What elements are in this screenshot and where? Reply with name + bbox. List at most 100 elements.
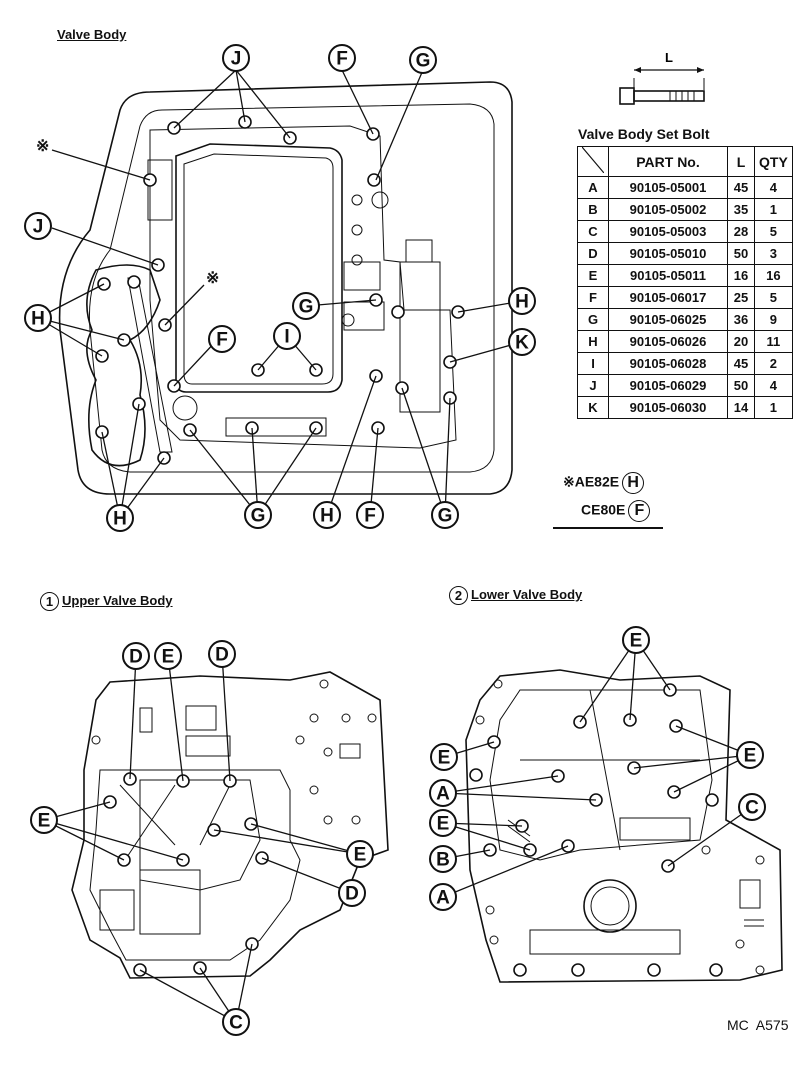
lower-number-badge: 2 xyxy=(449,586,468,605)
main-callout: J xyxy=(24,212,52,240)
main-callout-letter: F xyxy=(216,330,228,351)
bolt-qty: 1 xyxy=(754,198,793,221)
main-valve-body xyxy=(58,81,513,495)
lower-leader-lines xyxy=(442,639,753,898)
lower-callout-letter: E xyxy=(630,631,643,652)
main-callout-letter: J xyxy=(33,217,44,238)
part-number: 90105-05001 xyxy=(608,176,728,199)
header-diagonal xyxy=(581,146,605,174)
main-callout-letter: H xyxy=(113,509,127,530)
main-callout-letter: H xyxy=(31,309,45,330)
bolt-length: 14 xyxy=(727,396,755,419)
bolt-length: 36 xyxy=(727,308,755,331)
main-callout: G xyxy=(292,292,320,320)
bolt-qty: 1 xyxy=(754,396,793,419)
upper-callout: E xyxy=(346,840,374,868)
figure-code: MC A575 xyxy=(727,1017,789,1033)
bolt-length: 45 xyxy=(727,352,755,375)
lower-callout: E xyxy=(622,626,650,654)
lower-callout-letter: A xyxy=(436,888,450,909)
main-callout: G xyxy=(244,501,272,529)
bolt-length: 16 xyxy=(727,264,755,287)
main-callout: F xyxy=(208,325,236,353)
upper-callout-letter: D xyxy=(345,884,359,905)
upper-callout: C xyxy=(222,1008,250,1036)
upper-valve-body xyxy=(71,671,389,979)
legend-ae82e-text: ※AE82E xyxy=(563,473,620,490)
upper-callout-letter: E xyxy=(162,647,175,668)
main-callout: K xyxy=(508,328,536,356)
main-callout: G xyxy=(431,501,459,529)
valve-body-title: Valve Body xyxy=(57,27,127,42)
main-callout: H xyxy=(313,501,341,529)
bolt-length: 28 xyxy=(727,220,755,243)
lower-callout-letter: E xyxy=(437,814,450,835)
bolt-table-header: PART No. L QTY xyxy=(577,146,793,177)
header-code xyxy=(577,146,609,177)
lower-callout-letter: A xyxy=(436,784,450,805)
lower-callout: E xyxy=(429,809,457,837)
upper-valve-body-label: Upper Valve Body xyxy=(62,592,173,608)
lower-callout-letter: E xyxy=(438,748,451,769)
bolt-length-label: L xyxy=(665,50,673,65)
legend-underline xyxy=(553,527,663,529)
legend-ae82e-code: H xyxy=(622,472,645,494)
main-callout-letter: H xyxy=(320,506,334,527)
main-callout: F xyxy=(328,44,356,72)
asterisk-marker-1: ※ xyxy=(36,138,50,155)
asterisk-marker-2: ※ xyxy=(206,270,220,287)
lower-callout: B xyxy=(429,845,457,873)
lower-callout: E xyxy=(430,743,458,771)
legend-ce80e-text: CE80E xyxy=(581,501,626,518)
bolt-length: 35 xyxy=(727,198,755,221)
main-callout-letter: F xyxy=(364,506,376,527)
bolt-qty: 9 xyxy=(754,308,793,331)
upper-callout: D xyxy=(338,879,366,907)
legend-ce80e-code: F xyxy=(628,500,651,522)
main-callout-letter: G xyxy=(251,506,266,527)
bolt-qty: 4 xyxy=(754,176,793,199)
header-length: L xyxy=(727,146,755,177)
bolt-table-title: Valve Body Set Bolt xyxy=(578,126,710,142)
main-callout-letter: H xyxy=(515,292,529,313)
bolt-length: 25 xyxy=(727,286,755,309)
upper-number-badge: 1 xyxy=(40,592,59,611)
main-callout: F xyxy=(356,501,384,529)
main-callout: H xyxy=(24,304,52,332)
upper-callout-letter: D xyxy=(215,645,229,666)
part-number: 90105-06025 xyxy=(608,308,728,331)
main-callout-letter: J xyxy=(231,49,242,70)
main-callout: I xyxy=(273,322,301,350)
upper-callout: E xyxy=(154,642,182,670)
lower-callout: C xyxy=(738,793,766,821)
lower-callout: E xyxy=(736,741,764,769)
main-callout-letter: F xyxy=(336,49,348,70)
main-callout-letter: I xyxy=(284,327,289,348)
part-number: 90105-06029 xyxy=(608,374,728,397)
main-callout: G xyxy=(409,46,437,74)
main-callout: H xyxy=(508,287,536,315)
part-number: 90105-06028 xyxy=(608,352,728,375)
bolt-illustration: L xyxy=(619,50,705,105)
part-number: 90105-06030 xyxy=(608,396,728,419)
upper-bolt-holes xyxy=(103,772,269,977)
main-callout: J xyxy=(222,44,250,72)
upper-callout-letter: E xyxy=(354,845,367,866)
upper-callout: E xyxy=(30,806,58,834)
main-callout-letter: G xyxy=(416,51,431,72)
